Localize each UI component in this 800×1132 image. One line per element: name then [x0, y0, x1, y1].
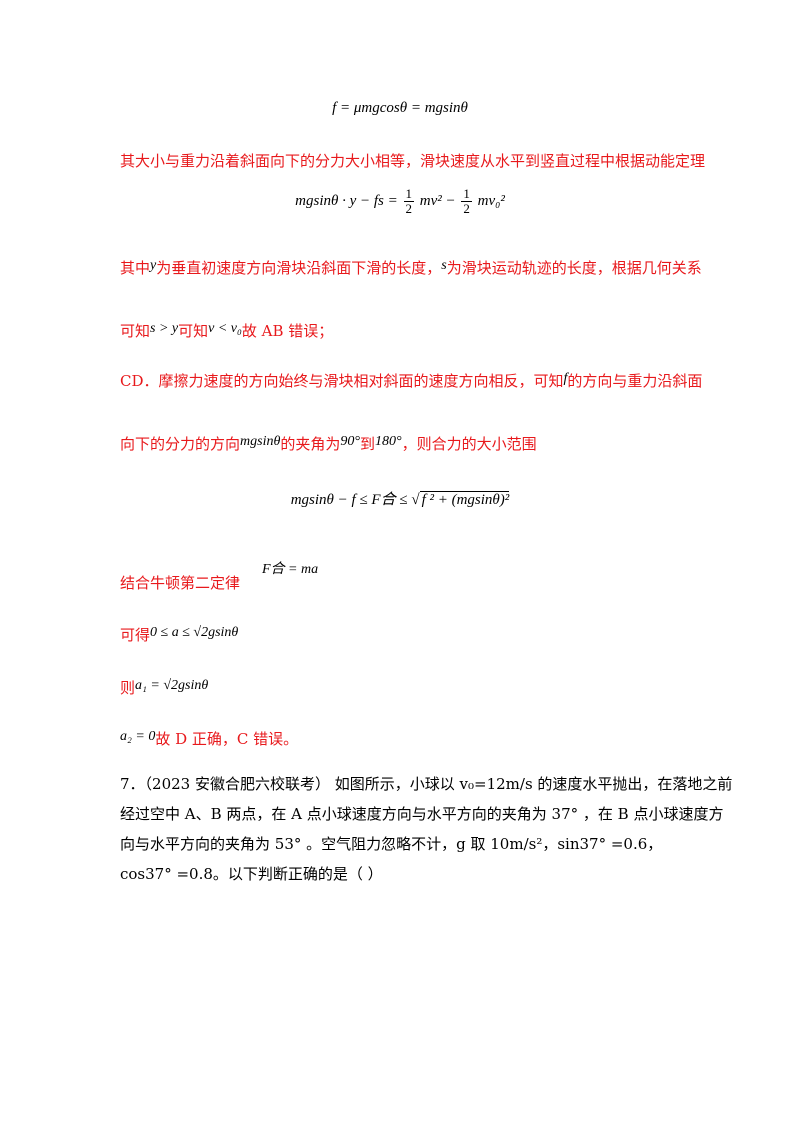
angle-180: 180° — [374, 434, 402, 449]
paragraph-a1: 则a₁ = √2gsinθ — [120, 678, 209, 697]
paragraph-definitions: 其中y为垂直初速度方向滑块沿斜面下滑的长度，s为滑块运动轨迹的长度，根据几何关系 — [120, 258, 702, 277]
var-y: y — [150, 258, 157, 273]
var-f: f — [563, 371, 568, 386]
var-s: s — [441, 258, 447, 273]
question-7-line2: 经过空中 A、B 两点，在 A 点小球速度方向与水平方向的夹角为 37° ，在 … — [120, 805, 724, 823]
equation-force-range: mgsinθ − f ≤ F合 ≤ √f ² + (mgsinθ)² — [290, 491, 510, 508]
question-7-line4: cos37° =0.8。以下判断正确的是（ ） — [120, 865, 383, 883]
angle-90: 90° — [340, 434, 360, 449]
eq2-mid: mv² − — [419, 192, 456, 209]
question-7-line3: 向与水平方向的夹角为 53° 。空气阻力忽略不计，g 取 10m/s²，sin3… — [120, 835, 663, 853]
paragraph-conclusion-ab: 可知s > y可知v < v₀故 AB 错误； — [120, 321, 334, 340]
paragraph-angle-range: 向下的分力的方向mgsinθ的夹角为90°到180°，则合力的大小范围 — [120, 434, 537, 453]
paragraph-newton-law: 结合牛顿第二定律 — [120, 574, 241, 592]
paragraph-cd-analysis: CD．摩擦力速度的方向始终与滑块相对斜面的速度方向相反，可知f的方向与重力沿斜面 — [120, 371, 703, 390]
equation-a1: a₁ = √2gsinθ — [135, 678, 209, 693]
equation-friction: f = μmgcosθ = mgsinθ — [332, 100, 468, 116]
paragraph-a2-conclusion: a₂ = 0故 D 正确，C 错误。 — [120, 729, 299, 748]
equation-newton: F合 = ma — [262, 562, 319, 577]
eq2-left: mgsinθ · y − fs = — [295, 192, 398, 209]
expr-mgsin: mgsinθ — [240, 434, 281, 449]
sqrt-expression: f ² + (mgsinθ)² — [419, 491, 510, 508]
paragraph-acceleration-range: 可得0 ≤ a ≤ √2gsinθ — [120, 625, 239, 644]
eq2-right: mv₀² — [477, 192, 505, 209]
inequality-s-y: s > y — [150, 321, 179, 336]
inequality-a: 0 ≤ a ≤ √2gsinθ — [150, 625, 239, 640]
equation-a2: a₂ = 0 — [120, 729, 156, 744]
question-7-line1: 7．（2023 安徽合肥六校联考） 如图所示，小球以 v₀=12m/s 的速度水… — [120, 775, 733, 793]
paragraph-energy-theorem: 其大小与重力沿着斜面向下的分力大小相等，滑块速度从水平到竖直过程中根据动能定理 — [120, 152, 706, 170]
inequality-v-v0: v < v₀ — [208, 321, 242, 336]
